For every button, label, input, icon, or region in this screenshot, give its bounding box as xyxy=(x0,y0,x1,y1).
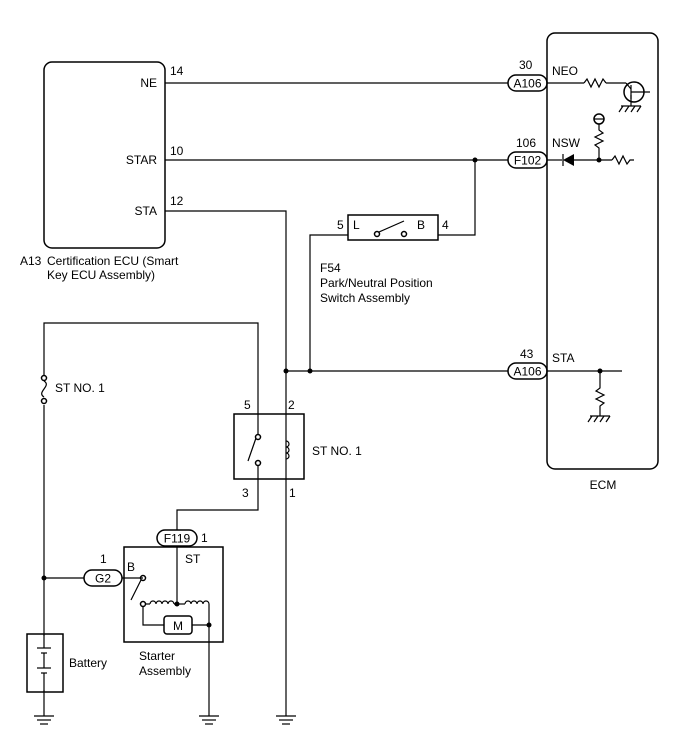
ecu-pin-sta-label: STA xyxy=(135,204,157,218)
sta-pulldown-resistor xyxy=(594,371,606,416)
ecu-name-line1: Certification ECU (Smart xyxy=(47,254,179,268)
battery-ground-icon xyxy=(34,715,54,725)
relay-label: ST NO. 1 xyxy=(312,444,362,458)
starter-name-line2: Assembly xyxy=(139,664,191,678)
ecm-pin-nsw-label: NSW xyxy=(552,136,581,150)
ecu-code: A13 xyxy=(20,254,42,268)
connector-f119-pin: 1 xyxy=(201,531,208,545)
connector-a106-bottom-label: A106 xyxy=(513,365,541,379)
connector-g2-pin: 1 xyxy=(100,552,107,566)
relay-pin-3: 3 xyxy=(242,486,249,500)
certification-ecu-box xyxy=(43,61,166,249)
battery-label: Battery xyxy=(69,656,107,670)
starter-b-label: B xyxy=(127,560,135,574)
ecu-pin-ne-number: 14 xyxy=(170,64,184,78)
ecm-label: ECM xyxy=(590,478,617,492)
relay-coil-icon xyxy=(285,440,290,460)
ecm-pin-43-number: 43 xyxy=(520,347,534,361)
starter-st-label: ST xyxy=(185,552,201,566)
connector-g2-label: G2 xyxy=(95,572,111,586)
starter-ground-icon xyxy=(199,715,219,725)
ecm-pin-sta-label: STA xyxy=(552,351,574,365)
park-neutral-switch-box xyxy=(347,214,439,241)
fuse-icon xyxy=(41,380,47,398)
connector-f102-label: F102 xyxy=(514,154,542,168)
starter-assembly-box xyxy=(123,546,224,643)
starter-name-line1: Starter xyxy=(139,649,175,663)
pnp-switch-contact xyxy=(378,220,405,233)
connector-f119-label: F119 xyxy=(164,532,191,546)
pnp-pin-left: 5 xyxy=(337,218,344,232)
ecu-name-line2: Key ECU Assembly) xyxy=(47,268,155,282)
nsw-diode-icon xyxy=(563,154,574,166)
relay-pin-2: 2 xyxy=(288,398,295,412)
st-relay-box xyxy=(233,413,305,480)
fuse-label: ST NO. 1 xyxy=(55,381,105,395)
ecu-pin-sta-number: 12 xyxy=(170,194,184,208)
ecm-box xyxy=(546,32,659,470)
starter-main-contact xyxy=(130,579,142,601)
neo-resistor xyxy=(583,77,607,89)
nsw-resistor xyxy=(611,154,634,166)
pnp-code: F54 xyxy=(320,261,341,275)
relay-pin-5: 5 xyxy=(244,398,251,412)
pnp-name-line1: Park/Neutral Position xyxy=(320,276,433,290)
ecu-pin-ne-label: NE xyxy=(140,76,157,90)
battery-box xyxy=(26,633,64,693)
relay-switch-contact xyxy=(247,437,257,462)
nsw-pullup-resistor xyxy=(593,124,605,160)
pnp-label-l: L xyxy=(353,218,360,232)
wire-pnp-b xyxy=(438,160,476,236)
wire-sta xyxy=(165,210,287,716)
ecm-pin-30-number: 30 xyxy=(519,58,533,72)
ecu-pin-star-number: 10 xyxy=(170,144,184,158)
neo-ground-icon xyxy=(618,105,642,113)
ecm-pin-neo-label: NEO xyxy=(552,64,578,78)
connector-a106-top-label: A106 xyxy=(513,77,541,91)
relay-pin-1: 1 xyxy=(289,486,296,500)
wire-fuse-relay xyxy=(43,322,259,578)
sta-ecm-ground-icon xyxy=(587,415,611,423)
pnp-name-line2: Switch Assembly xyxy=(320,291,410,305)
ecm-pin-106-number: 106 xyxy=(516,136,536,150)
starter-coil-left-icon xyxy=(149,600,175,605)
wire-pnp-l xyxy=(309,234,348,371)
ecu-pin-star-label: STAR xyxy=(126,153,157,167)
starter-coil-right-icon xyxy=(184,600,210,605)
sta-ground-icon xyxy=(276,715,296,725)
pnp-pin-right: 4 xyxy=(442,218,449,232)
motor-label: M xyxy=(173,619,183,633)
pnp-label-b: B xyxy=(417,218,425,232)
wire-relay-starter xyxy=(176,479,259,530)
